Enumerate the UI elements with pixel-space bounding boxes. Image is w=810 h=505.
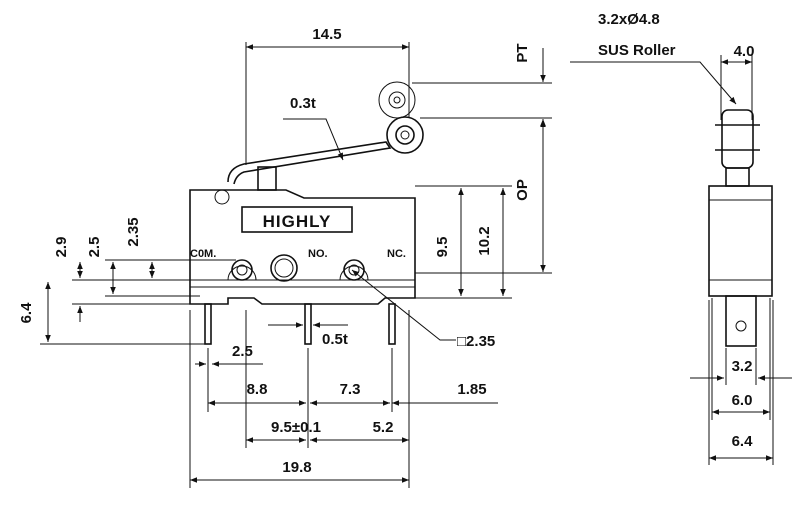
dim-14-5: 14.5	[312, 26, 341, 43]
dim-6-4-side: 6.4	[732, 433, 754, 450]
dim-3-2: 3.2	[732, 358, 753, 375]
dim-19-8: 19.8	[282, 459, 311, 476]
dim-2-9: 2.9	[53, 237, 70, 258]
dim-8-8: 8.8	[247, 381, 268, 398]
roller-lower	[386, 116, 424, 154]
roller-side	[721, 109, 754, 169]
no-terminal-label: NO.	[308, 248, 328, 260]
roller-type-label: SUS Roller	[598, 42, 676, 59]
dim-10-2: 10.2	[476, 226, 493, 255]
thickness-label: 0.3t	[290, 95, 316, 112]
dim-1-85: 1.85	[457, 381, 486, 398]
plunger	[257, 166, 277, 191]
pt-label: PT	[514, 43, 531, 62]
label-box	[241, 206, 353, 233]
dim-9-5: 9.5	[434, 237, 451, 258]
pin-com	[204, 303, 212, 345]
dim-4-0: 4.0	[734, 43, 755, 60]
switch-body	[189, 189, 416, 305]
front-view: HIGHLY C0M. NO. NC.	[189, 81, 424, 345]
dim-2-5-bottom: 2.5	[232, 343, 253, 360]
dim-2-35: 2.35	[125, 217, 142, 246]
dim-5-2: 5.2	[373, 419, 394, 436]
dim-0-5t: 0.5t	[322, 331, 348, 348]
mounting-hole	[214, 189, 230, 205]
dim-9-5-tolerance: 9.5±0.1	[271, 419, 321, 436]
dim-6-4-left: 6.4	[18, 302, 35, 324]
nc-terminal-label: NC.	[387, 248, 406, 260]
side-terminal	[725, 295, 757, 347]
brand-label: HIGHLY	[263, 212, 332, 231]
pin-nc	[388, 303, 396, 345]
dim-6-0: 6.0	[732, 392, 753, 409]
pin-square-label: □2.35	[457, 333, 495, 350]
side-view: 3.2xØ4.8 SUS Roller 4.0 3.2 6.0 6.	[570, 11, 792, 465]
front-dimensions: 14.5 0.3t PT OP 9.5 10.2 2.9 2.5 2.35 6.…	[18, 26, 552, 488]
com-terminal-label: C0M.	[190, 248, 216, 260]
dim-7-3: 7.3	[340, 381, 361, 398]
dim-2-5-left: 2.5	[86, 237, 103, 258]
roller-upper	[378, 81, 416, 119]
roller-size-label: 3.2xØ4.8	[598, 11, 660, 28]
pin-no	[304, 303, 312, 345]
op-label: OP	[514, 179, 531, 201]
lever-arm	[227, 141, 392, 185]
